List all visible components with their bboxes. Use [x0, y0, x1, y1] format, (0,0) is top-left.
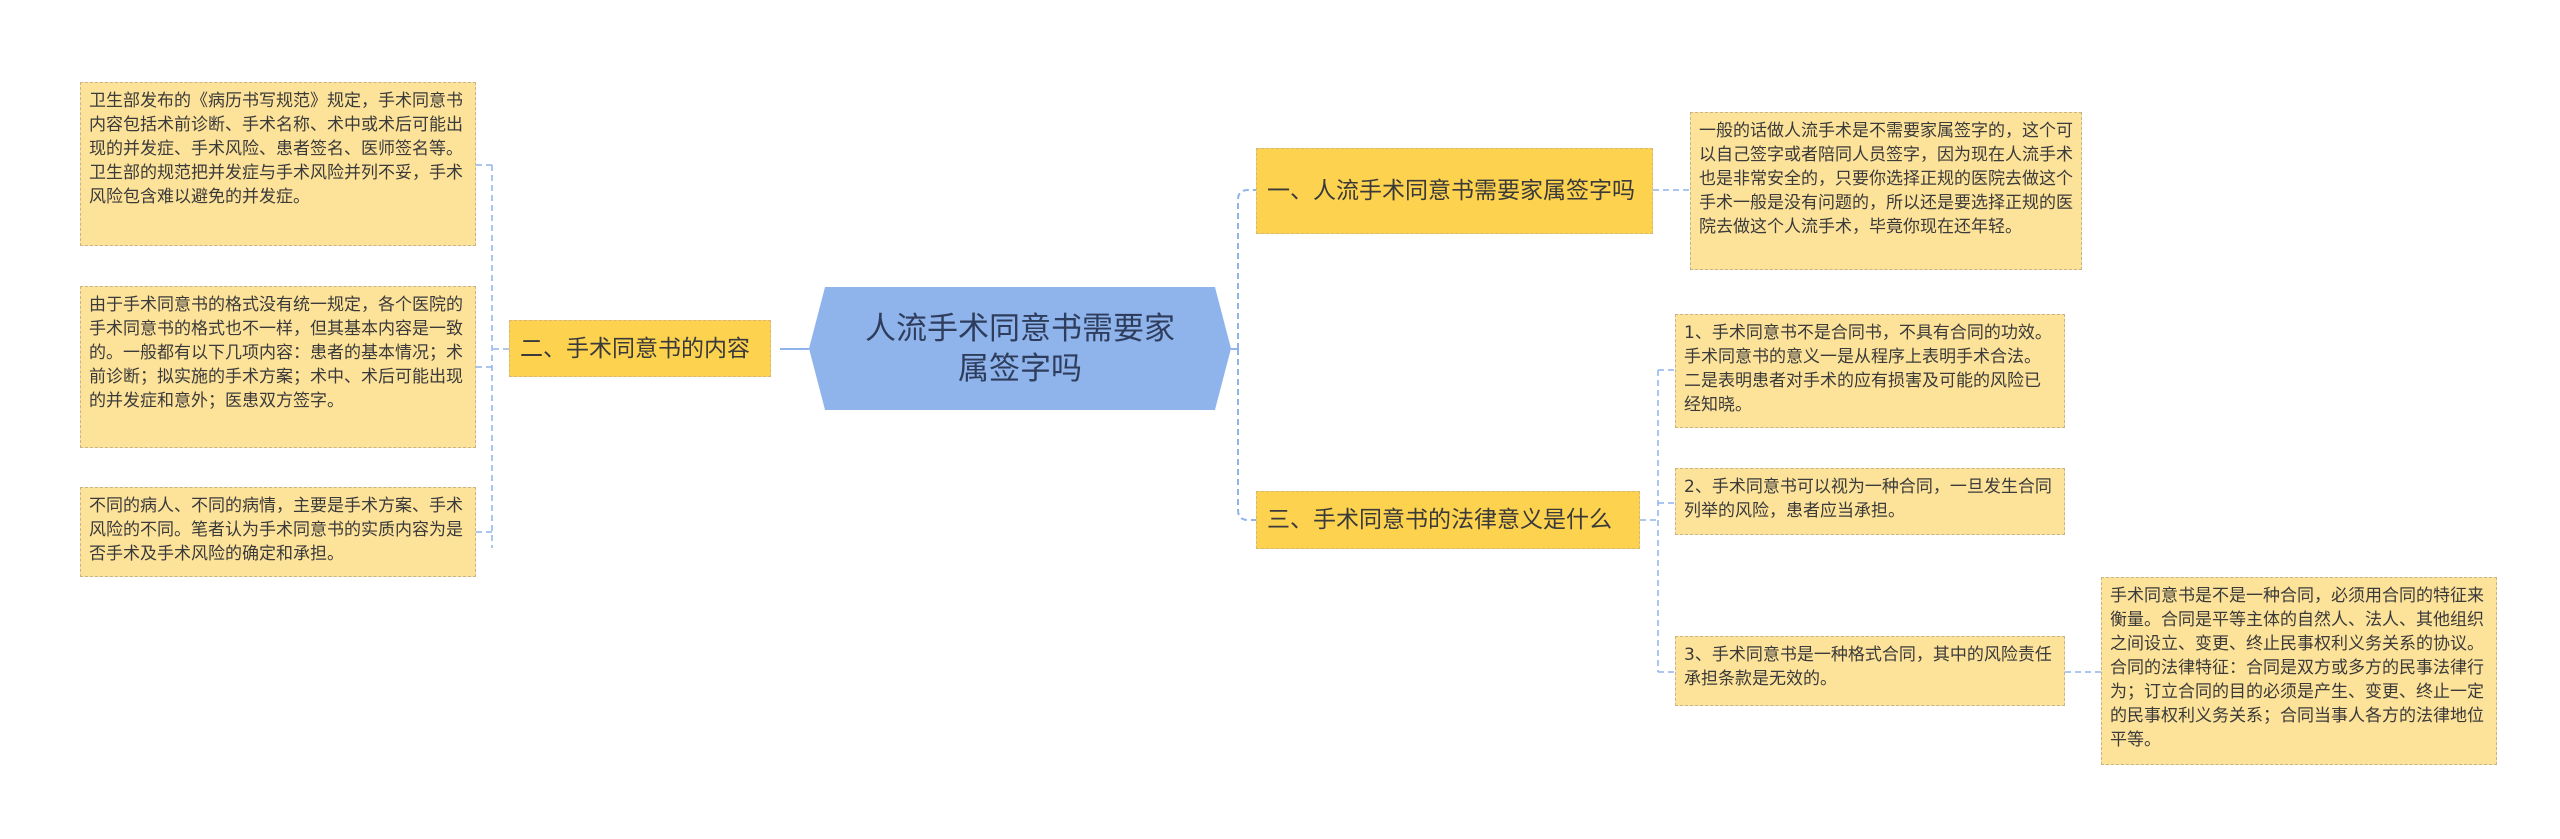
leaf-b1-1-text: 一般的话做人流手术是不需要家属签字的，这个可以自己签字或者陪同人员签字，因为现在…: [1699, 121, 2073, 237]
leaf-b3-3[interactable]: 3、手术同意书是一种格式合同，其中的风险责任承担条款是无效的。: [1675, 636, 2065, 706]
branch-b2-label: 二、手术同意书的内容: [520, 335, 750, 362]
branch-b2[interactable]: 二、手术同意书的内容: [509, 320, 771, 377]
center-topic[interactable]: 人流手术同意书需要家属签字吗: [809, 287, 1231, 410]
branch-b1-label: 一、人流手术同意书需要家属签字吗: [1267, 178, 1635, 204]
leaf-b3-2[interactable]: 2、手术同意书可以视为一种合同，一旦发生合同列举的风险，患者应当承担。: [1675, 468, 2065, 535]
leaf-b3-3-sub[interactable]: 手术同意书是不是一种合同，必须用合同的特征来衡量。合同是平等主体的自然人、法人、…: [2101, 577, 2497, 765]
connector-right-spine: [1237, 189, 1256, 349]
leaf-b2-1[interactable]: 卫生部发布的《病历书写规范》规定，手术同意书内容包括术前诊断、手术名称、术中或术…: [80, 82, 476, 246]
leaf-b3-2-text: 2、手术同意书可以视为一种合同，一旦发生合同列举的风险，患者应当承担。: [1684, 477, 2052, 521]
center-topic-text: 人流手术同意书需要家属签字吗: [865, 310, 1175, 387]
leaf-b3-3-text: 3、手术同意书是一种格式合同，其中的风险责任承担条款是无效的。: [1684, 645, 2052, 689]
leaf-b2-3-text: 不同的病人、不同的病情，主要是手术方案、手术风险的不同。笔者认为手术同意书的实质…: [89, 496, 463, 564]
leaf-b3-3-sub-text: 手术同意书是不是一种合同，必须用合同的特征来衡量。合同是平等主体的自然人、法人、…: [2110, 586, 2484, 750]
leaf-b2-2-text: 由于手术同意书的格式没有统一规定，各个医院的手术同意书的格式也不一样，但其基本内…: [89, 295, 463, 411]
leaf-b1-1[interactable]: 一般的话做人流手术是不需要家属签字的，这个可以自己签字或者陪同人员签字，因为现在…: [1690, 112, 2082, 270]
leaf-b2-2[interactable]: 由于手术同意书的格式没有统一规定，各个医院的手术同意书的格式也不一样，但其基本内…: [80, 286, 476, 448]
leaf-b2-1-text: 卫生部发布的《病历书写规范》规定，手术同意书内容包括术前诊断、手术名称、术中或术…: [89, 91, 463, 207]
branch-b3[interactable]: 三、手术同意书的法律意义是什么: [1256, 491, 1640, 549]
leaf-b3-1-text: 1、手术同意书不是合同书，不具有合同的功效。手术同意书的意义一是从程序上表明手术…: [1684, 323, 2052, 415]
branch-b1[interactable]: 一、人流手术同意书需要家属签字吗: [1256, 148, 1653, 234]
leaf-b2-3[interactable]: 不同的病人、不同的病情，主要是手术方案、手术风险的不同。笔者认为手术同意书的实质…: [80, 487, 476, 577]
connector-right-spine-b3: [1237, 349, 1256, 521]
branch-b3-label: 三、手术同意书的法律意义是什么: [1267, 507, 1612, 533]
leaf-b3-1[interactable]: 1、手术同意书不是合同书，不具有合同的功效。手术同意书的意义一是从程序上表明手术…: [1675, 314, 2065, 428]
